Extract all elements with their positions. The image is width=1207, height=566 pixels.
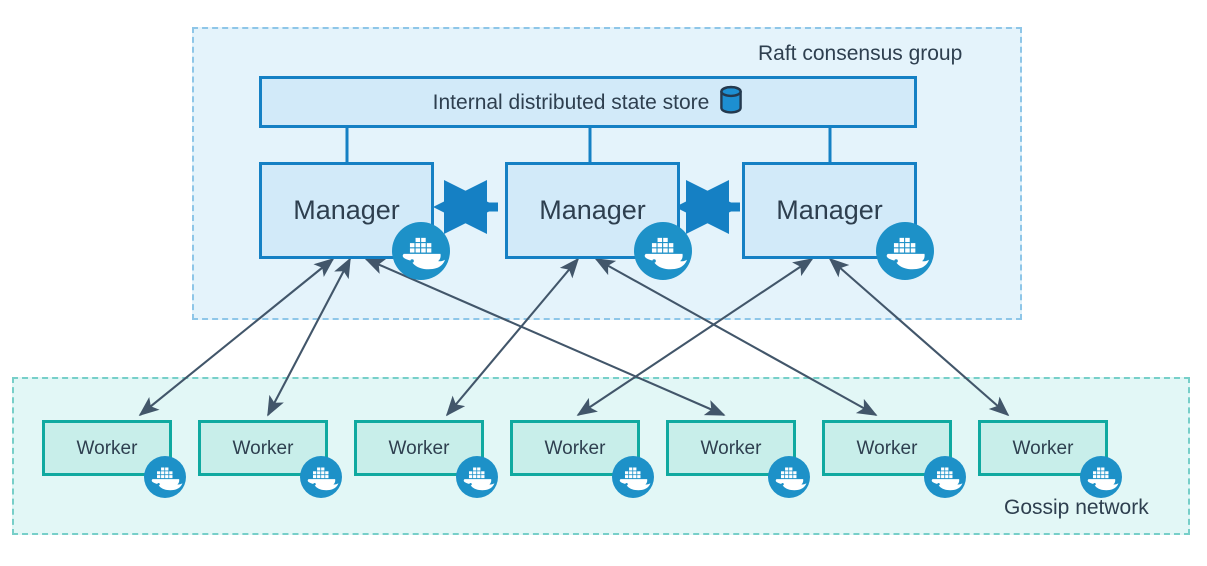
worker-label-4: Worker [544, 437, 606, 459]
docker-whale-icon-worker-3 [456, 456, 498, 503]
docker-whale-icon-worker-6 [924, 456, 966, 503]
docker-whale-icon-manager-1 [392, 222, 450, 285]
manager-worker-connectors [138, 257, 1010, 417]
manager-node-2[interactable]: Manager [505, 162, 680, 259]
docker-whale-icon-worker-2 [300, 456, 342, 503]
internal-state-store-node[interactable]: Internal distributed state store [259, 76, 917, 128]
worker-label-1: Worker [76, 437, 138, 459]
raft-consensus-group-label: Raft consensus group [758, 42, 963, 65]
worker-label-5: Worker [700, 437, 762, 459]
worker-node-1[interactable]: Worker [42, 420, 172, 476]
manager-2-worker-3-link [445, 257, 580, 417]
docker-whale-icon-worker-1 [144, 456, 186, 503]
manager-node-1[interactable]: Manager [259, 162, 434, 259]
internal-state-store-label: Internal distributed state store [432, 90, 710, 114]
worker-label-2: Worker [232, 437, 294, 459]
worker-label-7: Worker [1012, 437, 1074, 459]
docker-whale-icon-worker-5 [768, 456, 810, 503]
docker-whale-icon-worker-4 [612, 456, 654, 503]
docker-whale-icon-worker-7 [1080, 456, 1122, 503]
manager-1-worker-2-link [267, 257, 351, 417]
manager-3-worker-4-link [576, 258, 814, 416]
manager-3-worker-7-link [828, 257, 1010, 417]
worker-node-4[interactable]: Worker [510, 420, 640, 476]
docker-whale-icon-manager-2 [634, 222, 692, 285]
worker-label-6: Worker [856, 437, 918, 459]
worker-node-2[interactable]: Worker [198, 420, 328, 476]
store-to-manager-connectors [345, 128, 832, 162]
manager-label-3: Manager [776, 195, 883, 225]
docker-whale-icon-manager-3 [876, 222, 934, 285]
gossip-network-label: Gossip network [1004, 496, 1149, 519]
manager-1-worker-1-link [138, 257, 335, 417]
worker-label-3: Worker [388, 437, 450, 459]
manager-node-3[interactable]: Manager [742, 162, 917, 259]
manager-label-1: Manager [293, 195, 400, 225]
manager-label-2: Manager [539, 195, 646, 225]
database-cylinder-icon [719, 85, 743, 120]
